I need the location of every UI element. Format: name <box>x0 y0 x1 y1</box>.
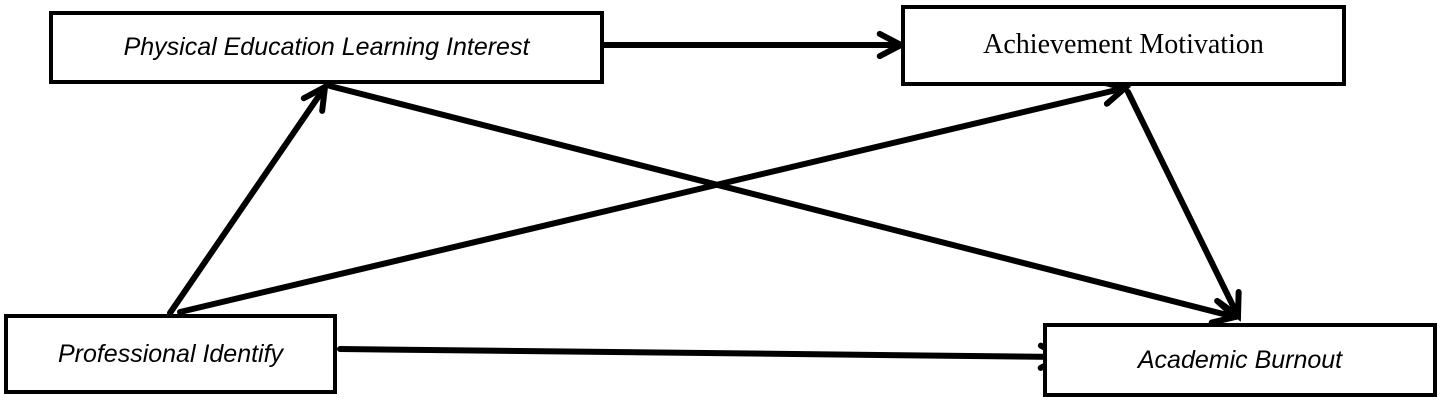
node-label: Professional Identify <box>57 339 284 368</box>
node-academic-burnout: Academic Burnout <box>1043 323 1437 397</box>
edge-pi-am <box>177 79 1132 315</box>
arrowhead-icon <box>1215 289 1242 322</box>
arrow-line <box>177 85 1128 315</box>
node-label: Physical Education Learning Interest <box>123 33 530 61</box>
edge-pe-am <box>601 30 908 60</box>
node-physical-education-learning-interest: Physical Education Learning Interest <box>49 11 604 84</box>
arrow-line <box>1125 89 1241 319</box>
edge-am-ab <box>1125 89 1242 322</box>
node-professional-identify: Professional Identify <box>4 314 337 394</box>
edge-pi-ab <box>337 342 1069 371</box>
arrow-line <box>337 346 1065 360</box>
node-label: Academic Burnout <box>1137 345 1343 374</box>
edge-pi-pe <box>167 81 329 316</box>
arrow-line <box>167 84 328 316</box>
edge-pe-ab <box>327 83 1242 326</box>
arrow-line <box>327 83 1238 320</box>
node-label: Achievement Motivation <box>983 29 1264 60</box>
node-achievement-motivation: Achievement Motivation <box>901 5 1346 86</box>
arrowhead-icon <box>300 81 329 114</box>
